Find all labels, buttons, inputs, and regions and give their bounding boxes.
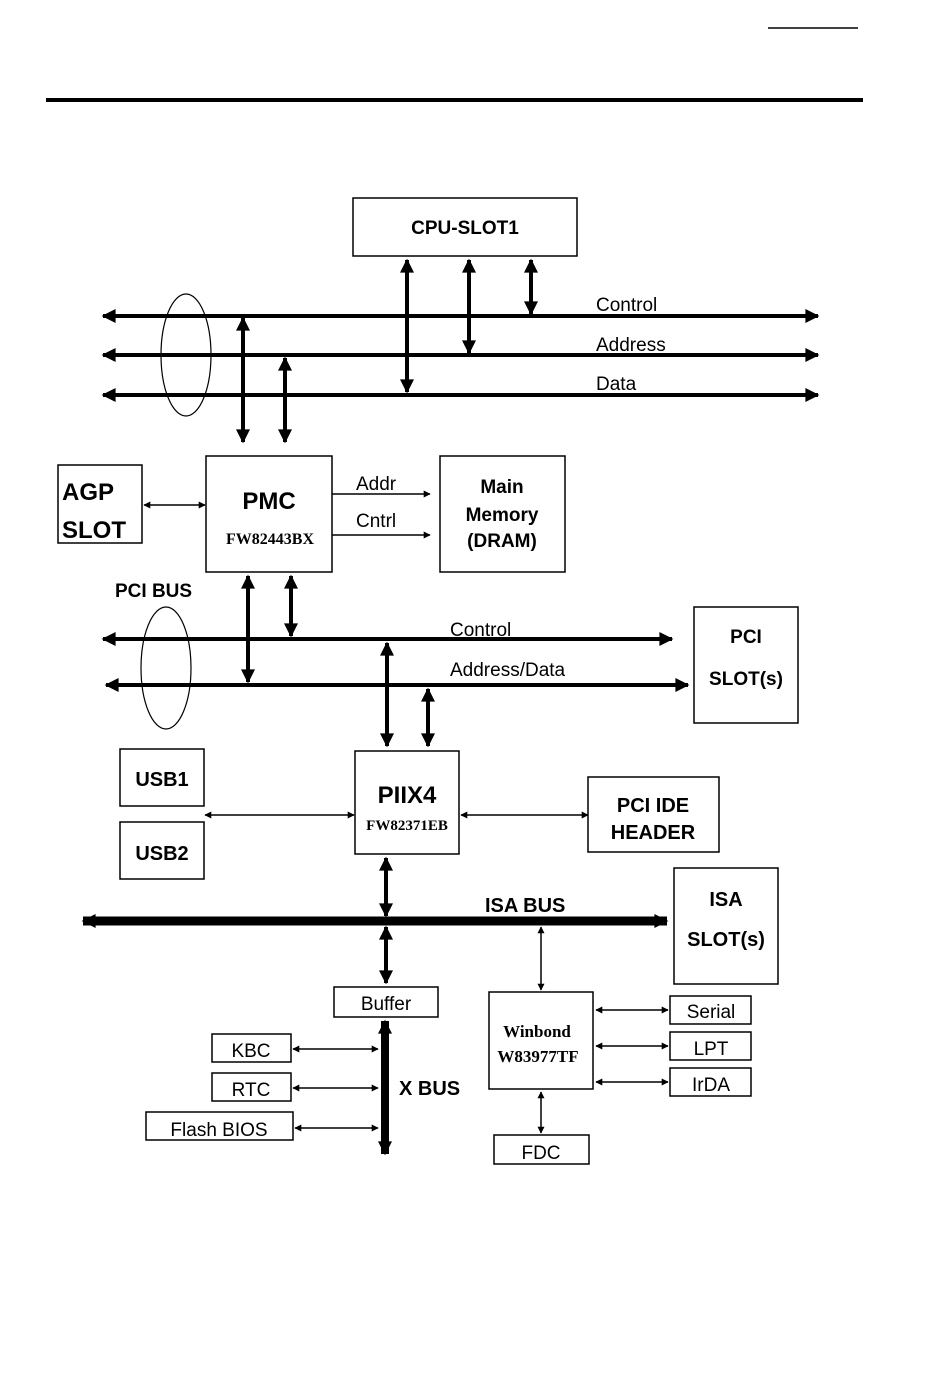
agp-slot-label-2: SLOT: [62, 517, 126, 544]
isa-slot-box: [674, 868, 778, 984]
winbond-label-2: W83977TF: [497, 1047, 578, 1066]
pci-slot-label-1: PCI: [730, 627, 762, 648]
rtc-label: RTC: [232, 1080, 271, 1101]
mem-cntrl-label: Cntrl: [356, 511, 396, 532]
main-memory-label-2: Memory: [466, 505, 539, 526]
mem-addr-label: Addr: [356, 474, 397, 495]
flash-bios-label: Flash BIOS: [170, 1120, 267, 1141]
piix4-label: PIIX4: [378, 782, 437, 809]
usb2-label: USB2: [135, 843, 188, 865]
pci-slot-box: [694, 607, 798, 723]
irda-label: IrDA: [692, 1075, 730, 1096]
lpt-label: LPT: [694, 1039, 729, 1060]
isa-slot-label-2: SLOT(s): [687, 929, 765, 951]
winbond-label-1: Winbond: [503, 1022, 571, 1041]
buffer-label: Buffer: [361, 994, 412, 1015]
pci-slot-label-2: SLOT(s): [709, 669, 783, 690]
fdc-label: FDC: [521, 1143, 560, 1164]
pci-bus-ellipse: [141, 607, 191, 729]
host-data-label: Data: [596, 374, 637, 395]
pmc-label: PMC: [242, 488, 295, 515]
piix4-part-label: FW82371EB: [366, 818, 448, 834]
x-bus-label: X BUS: [399, 1078, 460, 1100]
pci-ide-label-1: PCI IDE: [617, 795, 689, 817]
pmc-part-label: FW82443BX: [226, 531, 314, 548]
pci-address-data-label: Address/Data: [450, 660, 566, 681]
kbc-label: KBC: [231, 1041, 270, 1062]
agp-slot-label-1: AGP: [62, 479, 114, 506]
pci-control-label: Control: [450, 620, 511, 641]
pci-ide-label-2: HEADER: [611, 822, 696, 844]
isa-slot-label-1: ISA: [709, 889, 742, 911]
main-memory-label-1: Main: [480, 477, 523, 498]
pci-bus-label: PCI BUS: [115, 581, 192, 602]
cpu-slot-label: CPU-SLOT1: [411, 218, 519, 239]
host-address-label: Address: [596, 335, 666, 356]
isa-bus-label: ISA BUS: [485, 895, 565, 917]
usb1-label: USB1: [135, 769, 188, 791]
host-control-label: Control: [596, 295, 657, 316]
serial-label: Serial: [687, 1002, 736, 1023]
main-memory-label-3: (DRAM): [467, 531, 537, 552]
